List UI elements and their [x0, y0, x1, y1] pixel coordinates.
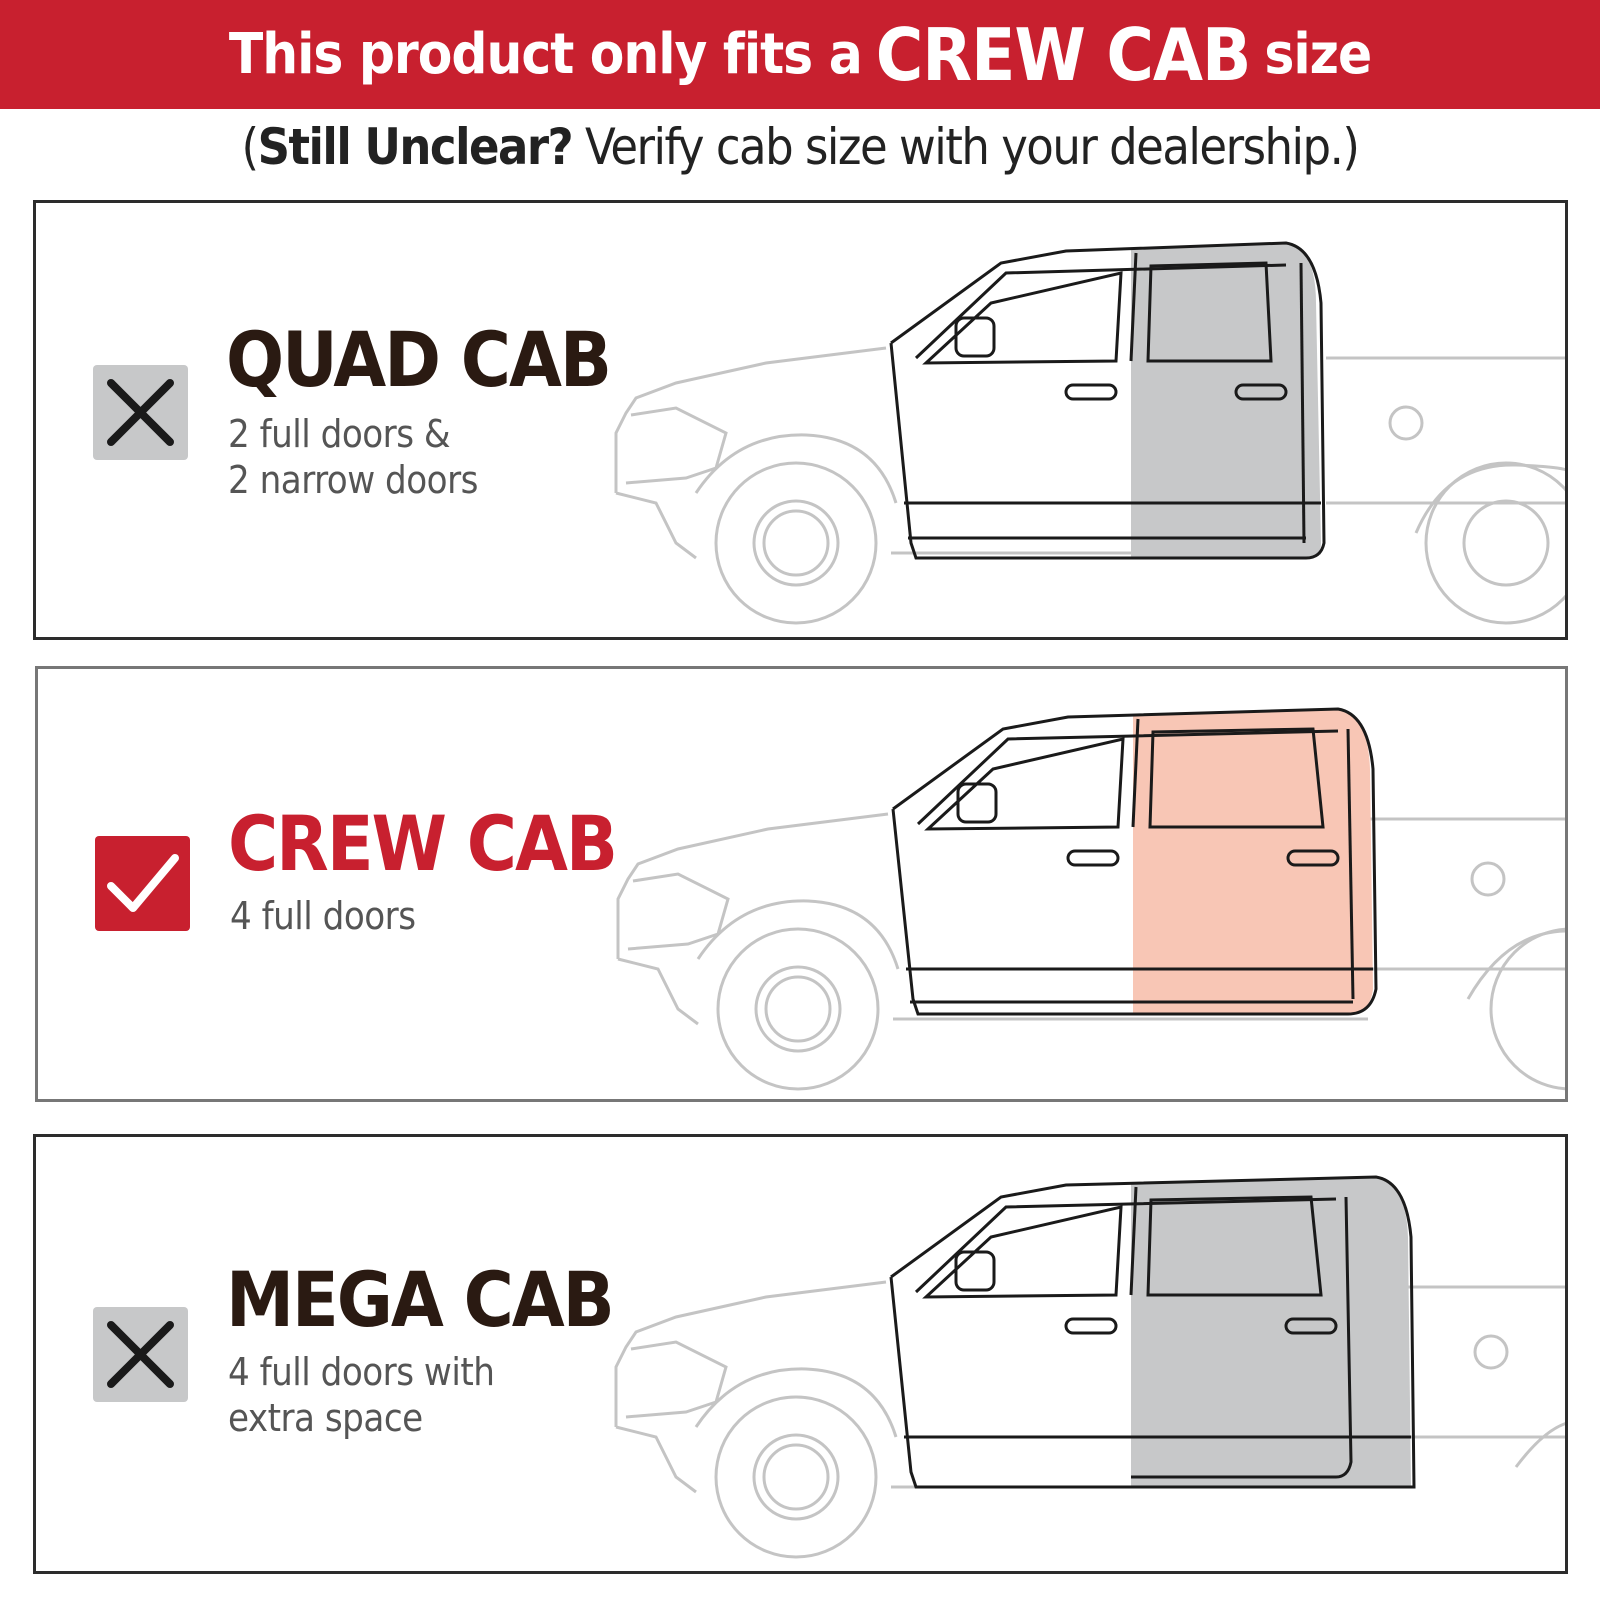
header-banner: This product only fits a CREW CAB size — [0, 0, 1600, 109]
mega-cab-title: MEGA CAB — [226, 1255, 615, 1344]
banner-text-end: size — [1264, 22, 1372, 87]
subtitle: (Still Unclear? Verify cab size with you… — [0, 118, 1600, 176]
mega-cab-description: 4 full doors with extra space — [228, 1350, 495, 1440]
banner-text-emphasis: CREW CAB — [875, 12, 1252, 97]
checkmark-icon — [107, 854, 179, 912]
x-icon — [107, 379, 174, 446]
crew-cab-truck-illustration — [616, 707, 1565, 1091]
quad-cab-status — [93, 365, 188, 460]
quad-cab-truck-illustration — [614, 241, 1565, 625]
crew-cab-panel: CREW CAB 4 full doors — [35, 666, 1568, 1102]
subtitle-bold: Still Unclear? — [257, 118, 574, 176]
quad-cab-description: 2 full doors & 2 narrow doors — [228, 412, 478, 502]
crew-cab-title: CREW CAB — [228, 799, 618, 888]
mega-cab-panel: MEGA CAB 4 full doors with extra space — [33, 1134, 1568, 1574]
mega-cab-truck-illustration — [614, 1175, 1565, 1559]
quad-cab-panel: QUAD CAB 2 full doors & 2 narrow doors — [33, 200, 1568, 640]
subtitle-rest: Verify cab size with your dealership.) — [572, 118, 1360, 176]
quad-cab-title: QUAD CAB — [226, 315, 612, 404]
subtitle-open-paren: ( — [241, 118, 260, 176]
mega-cab-status — [93, 1307, 188, 1402]
banner-text-start: This product only fits a — [228, 22, 863, 87]
x-icon — [107, 1321, 174, 1388]
crew-cab-status — [95, 836, 190, 931]
crew-cab-description: 4 full doors — [230, 894, 416, 938]
